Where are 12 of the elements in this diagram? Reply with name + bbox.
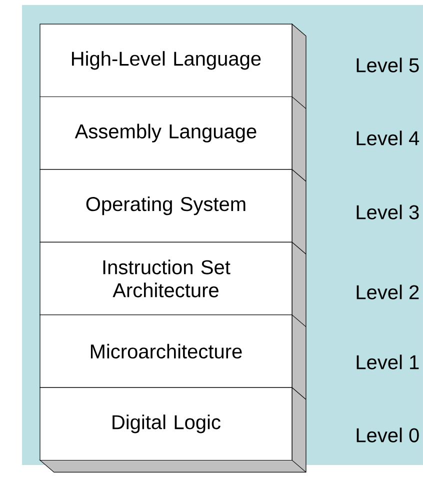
level-label: Level 4 [356,130,420,146]
level-label: Level 2 [356,284,419,300]
layer-box: Operating System [40,169,292,242]
level-label: Level 5 [356,58,419,72]
layer-box: Microarchitecture [40,314,292,388]
layer-box: Instruction Set Architecture [40,242,292,316]
layer-box: High-Level Language [40,24,292,98]
level-label: Level 3 [356,204,419,220]
layer-box: Assembly Language [40,96,292,170]
layer-box: Digital Logic [40,387,292,461]
level-label: Level 1 [356,354,419,370]
level-label: Level 0 [356,428,419,442]
